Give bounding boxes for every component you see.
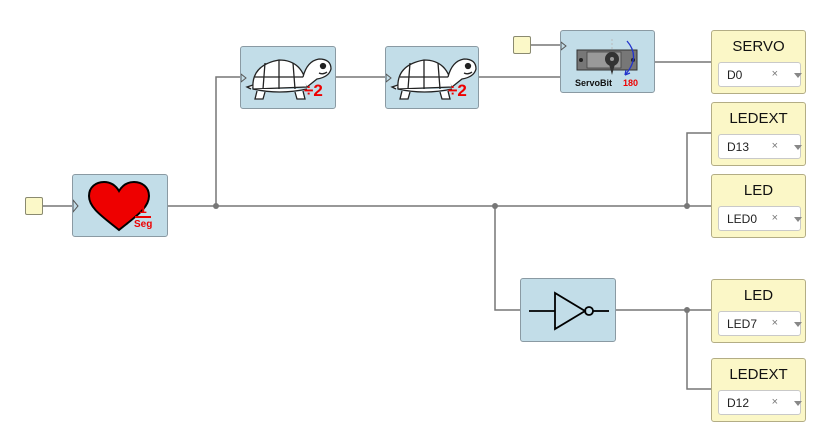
pin-select[interactable]: LED7 × bbox=[718, 311, 802, 336]
output-block-led0[interactable]: LED LED0 × bbox=[711, 174, 806, 238]
turtle-icon bbox=[241, 58, 332, 100]
input-port-servobit[interactable] bbox=[513, 36, 531, 54]
servo-name: ServoBit bbox=[575, 78, 613, 88]
wire bbox=[215, 76, 240, 206]
output-title: LED bbox=[743, 287, 774, 304]
heart-shape bbox=[87, 180, 151, 232]
pin-value: LED0 bbox=[727, 212, 758, 226]
wire bbox=[686, 310, 711, 390]
wire-junction bbox=[213, 203, 219, 209]
wire-junction bbox=[684, 307, 690, 313]
clear-icon[interactable]: × bbox=[771, 68, 778, 80]
output-block-led7[interactable]: LED LED7 × bbox=[711, 279, 806, 343]
clear-icon[interactable]: × bbox=[771, 396, 778, 408]
clear-icon[interactable]: × bbox=[771, 140, 778, 152]
heartbeat-block[interactable]: 1 Seg bbox=[72, 174, 168, 237]
pin-value: D13 bbox=[727, 140, 750, 154]
turtle-icon bbox=[386, 58, 477, 100]
pin-select[interactable]: D13 × bbox=[718, 134, 802, 159]
pin-value: D12 bbox=[727, 396, 750, 410]
divider-label: ÷2 bbox=[448, 81, 467, 100]
heart-icon bbox=[73, 180, 151, 232]
pin-value: D0 bbox=[727, 68, 743, 82]
not-gate-block[interactable] bbox=[520, 278, 616, 342]
output-title: LEDEXT bbox=[729, 366, 788, 383]
frequency-numerator: 1 bbox=[139, 200, 147, 216]
servobit-block[interactable]: ServoBit 180 bbox=[560, 30, 655, 93]
divider-label: ÷2 bbox=[304, 81, 323, 100]
fraction-bar bbox=[135, 216, 151, 218]
output-block-servo[interactable]: SERVO D0 × bbox=[711, 30, 806, 94]
divider-block-1[interactable]: ÷2 bbox=[240, 46, 336, 109]
clear-icon[interactable]: × bbox=[771, 317, 778, 329]
pin-value: LED7 bbox=[727, 317, 758, 331]
input-port-heartbeat[interactable] bbox=[25, 197, 43, 215]
wire bbox=[494, 206, 520, 311]
output-title: LEDEXT bbox=[729, 110, 788, 127]
output-title: LED bbox=[743, 182, 774, 199]
servo-icon bbox=[561, 39, 638, 76]
wire-junction bbox=[492, 203, 498, 209]
output-block-ledext-d12[interactable]: LEDEXT D12 × bbox=[711, 358, 806, 422]
output-title: SERVO bbox=[732, 38, 785, 55]
servo-angle: 180 bbox=[623, 78, 639, 88]
pin-select[interactable]: D0 × bbox=[718, 62, 802, 87]
pin-select[interactable]: D12 × bbox=[718, 390, 802, 415]
pin-select[interactable]: LED0 × bbox=[718, 206, 802, 231]
wire-junction bbox=[684, 203, 690, 209]
clear-icon[interactable]: × bbox=[771, 212, 778, 224]
wire bbox=[686, 132, 711, 206]
output-block-ledext-d13[interactable]: LEDEXT D13 × bbox=[711, 102, 806, 166]
not-gate-icon bbox=[529, 291, 609, 331]
frequency-denominator: Seg bbox=[134, 219, 153, 230]
divider-block-2[interactable]: ÷2 bbox=[385, 46, 479, 109]
